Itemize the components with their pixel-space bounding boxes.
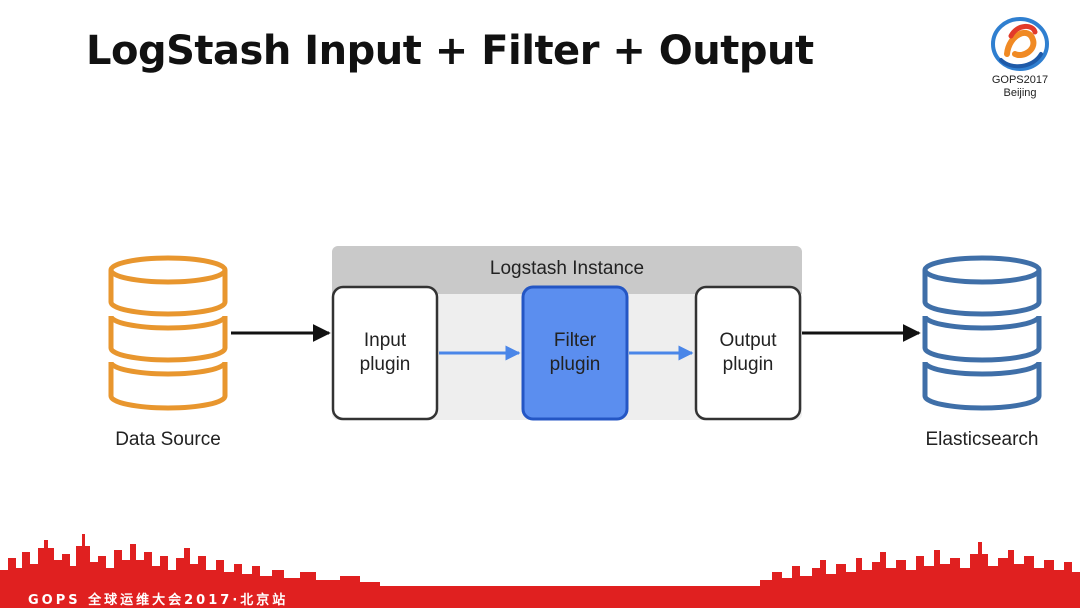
input-plugin-label-line2: plugin [359, 354, 411, 375]
input-plugin-box [331, 285, 439, 421]
gops-logo-icon [991, 17, 1049, 71]
output-plugin-box [694, 285, 802, 421]
output-plugin-label-line2: plugin [722, 354, 774, 375]
input-plugin-label-line1: Input [363, 330, 407, 351]
filter-plugin-label: Filter plugin [523, 329, 627, 377]
elasticsearch-database-icon [922, 255, 1042, 411]
data-source-database-icon [108, 255, 228, 411]
filter-plugin-label-line1: Filter [553, 330, 597, 351]
elasticsearch-label: Elasticsearch [925, 429, 1039, 450]
input-plugin-label: Input plugin [333, 329, 437, 377]
slide-title: LogStash Input + Filter + Output [86, 28, 814, 74]
filter-plugin-box [521, 285, 629, 421]
footer-conference-text: GOPS 全球运维大会2017·北京站 [28, 593, 289, 608]
logo-text-line2: Beijing [1003, 87, 1037, 99]
logo-text-line1: GOPS2017 [991, 74, 1049, 86]
data-source-label: Data Source [115, 429, 221, 450]
output-plugin-label: Output plugin [696, 329, 800, 377]
gops-logo: GOPS2017 Beijing [978, 14, 1062, 100]
logstash-instance-label: Logstash Instance [489, 258, 645, 279]
filter-plugin-label-line2: plugin [549, 354, 601, 375]
output-plugin-label-line1: Output [719, 330, 777, 351]
footer-skyline [0, 534, 1080, 608]
